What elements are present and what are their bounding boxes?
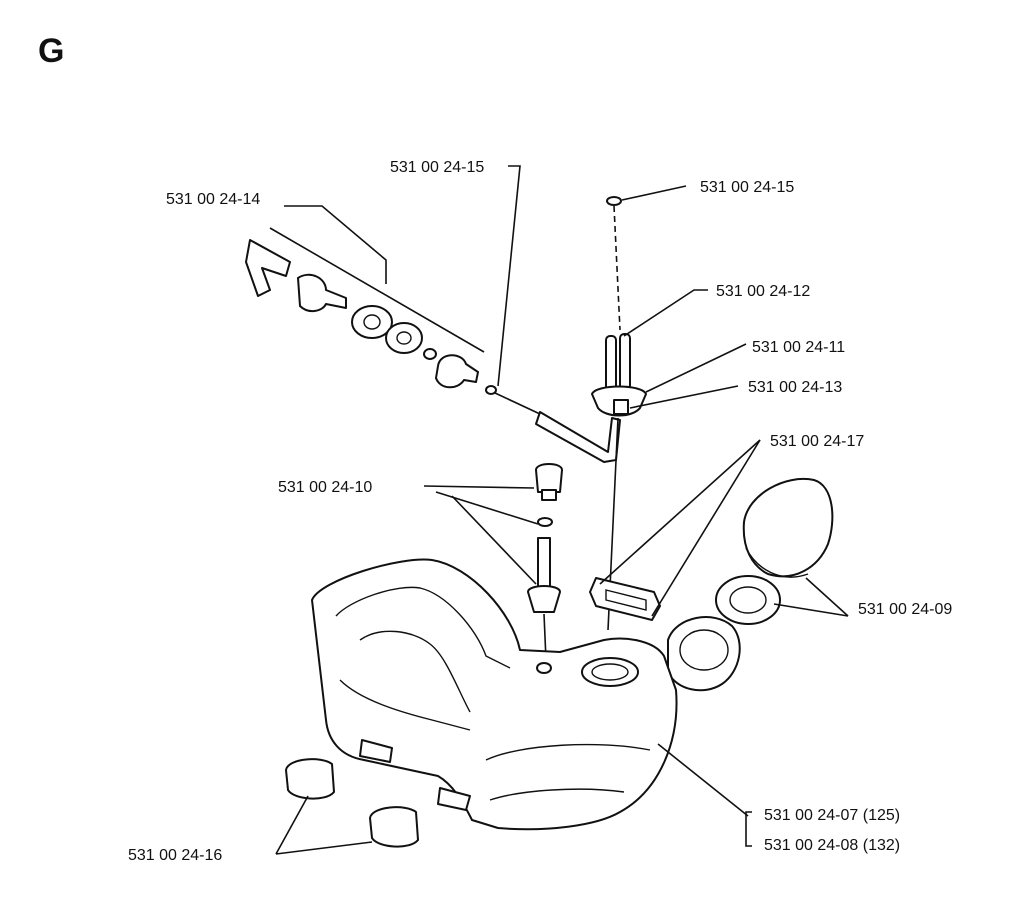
fuel-hose-tube-a xyxy=(605,335,617,393)
gasket-part xyxy=(589,577,661,621)
callout-clip-right: 531 00 24-15 xyxy=(700,179,794,196)
callout-clip-left: 531 00 24-15 xyxy=(390,159,484,176)
fuel-filter-set xyxy=(527,463,563,661)
valve-ring-1 xyxy=(351,305,393,339)
callout-hose-connector: 531 00 24-13 xyxy=(748,379,842,396)
filter-washer xyxy=(537,517,553,527)
cap-washer-part xyxy=(715,575,781,625)
tank-opening xyxy=(581,657,639,687)
callout-gasket: 531 00 24-17 xyxy=(770,433,864,450)
section-letter: G xyxy=(38,32,64,70)
valve-ring-2 xyxy=(385,322,423,354)
callout-fuel-hose: 531 00 24-12 xyxy=(716,283,810,300)
callout-tank-125: 531 00 24-07 (125) xyxy=(764,807,900,824)
valve-body xyxy=(297,273,347,312)
rubber-buffer-1 xyxy=(285,758,335,800)
callout-grommet: 531 00 24-11 xyxy=(752,339,845,356)
vent-hose xyxy=(494,392,621,463)
callout-rubber-buffer: 531 00 24-16 xyxy=(128,847,222,864)
fuel-cap-set xyxy=(715,477,834,625)
valve-cap xyxy=(435,354,479,389)
fuel-hose-assembly xyxy=(591,196,647,631)
clip-right-part xyxy=(606,196,622,206)
filter-cap-part xyxy=(535,463,563,493)
filler-neck xyxy=(667,616,741,692)
callout-fuel-cap: 531 00 24-09 xyxy=(858,601,952,618)
rubber-buffer-2 xyxy=(369,806,419,848)
fuel-tank xyxy=(311,558,678,831)
filter-stem xyxy=(537,537,551,591)
fuel-cap-part xyxy=(742,477,834,578)
hose-connector-part xyxy=(613,399,629,415)
clip-left-part xyxy=(485,385,497,395)
filter-body xyxy=(527,585,561,613)
rubber-buffers xyxy=(285,758,419,848)
callout-vent-valve-kit: 531 00 24-14 xyxy=(166,191,260,208)
fuel-hose-tube-b xyxy=(619,333,631,391)
valve-o-ring xyxy=(423,348,437,360)
leader-lines xyxy=(269,165,849,855)
valve-bracket xyxy=(245,239,291,297)
callout-tank-132: 531 00 24-08 (132) xyxy=(764,837,900,854)
vent-valve-kit xyxy=(245,239,497,395)
callout-fuel-filter-set: 531 00 24-10 xyxy=(278,479,372,496)
